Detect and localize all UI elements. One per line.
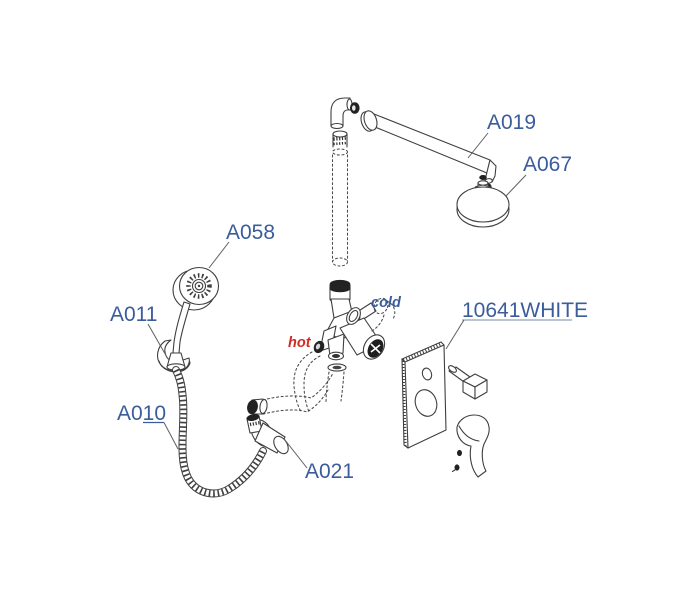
lever-handle bbox=[451, 414, 490, 478]
wall-elbow-fitting bbox=[330, 97, 360, 130]
leader-lines bbox=[143, 132, 572, 469]
label-hand-shower: A058 bbox=[226, 221, 275, 244]
mixer-valve bbox=[313, 279, 386, 372]
label-bracket: A011 bbox=[110, 303, 158, 326]
riser-pipe bbox=[331, 130, 349, 267]
label-hose: A010 bbox=[117, 402, 166, 425]
diverter-button bbox=[447, 365, 488, 400]
outlet-elbow-pipe bbox=[247, 372, 334, 415]
part-labels: A019 A067 A058 A011 A010 A021 10641WHITE… bbox=[110, 111, 588, 483]
label-rain-head: A067 bbox=[523, 153, 572, 176]
label-wall-outlet: A021 bbox=[305, 460, 354, 483]
supply-guide-lines bbox=[293, 297, 396, 413]
label-trim-plate: 10641WHITE bbox=[462, 299, 588, 322]
trim-plate bbox=[401, 341, 447, 449]
rain-shower-head bbox=[456, 175, 510, 228]
hand-shower bbox=[172, 266, 220, 354]
wall-outlet bbox=[246, 413, 289, 455]
label-shower-arm: A019 bbox=[487, 111, 536, 134]
shower-hose bbox=[166, 352, 267, 498]
label-hot: hot bbox=[288, 335, 312, 351]
shower-arm bbox=[360, 110, 497, 191]
label-cold: cold bbox=[371, 295, 402, 311]
